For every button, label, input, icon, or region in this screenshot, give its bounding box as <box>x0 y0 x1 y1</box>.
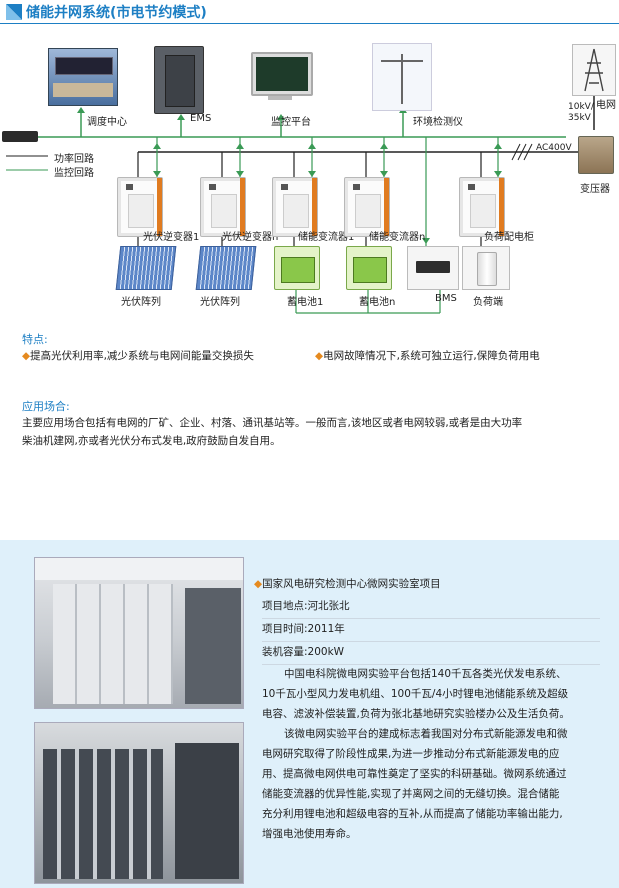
pv-array-1-icon <box>115 246 177 290</box>
page-title: 储能并网系统(市电节约模式) <box>26 5 207 21</box>
pv-inverter-1-icon <box>117 177 163 237</box>
feature-item-2-text: 电网故障情况下,系统可独立运行,保障负荷用电 <box>323 350 540 362</box>
project-line: 储能变流器的优异性能,实现了并离网之间的无缝切换。混合储能 <box>262 788 560 800</box>
project-line: 电网研究取得了阶段性成果,为进一步推动分布式新能源发电的应 <box>262 748 560 760</box>
feature-item-1-text: 提高光伏利用率,减少系统与电网间能量交换损失 <box>30 350 254 362</box>
project-line: 增强电池使用寿命。 <box>262 828 357 840</box>
grid-label: 电网 <box>596 100 616 111</box>
bullet-icon: ◆ <box>315 350 324 362</box>
pcs-1-icon <box>272 177 318 237</box>
project-line: 充分利用锂电池和超级电容的互补,从而提高了储能功率输出能力, <box>262 808 563 820</box>
project-paragraph: 中国电科院微电网实验平台包括140千瓦各类光伏发电系统、 10千瓦小型风力发电机… <box>262 664 607 844</box>
ems-label: EMS <box>190 113 212 124</box>
transformer-label: 变压器 <box>580 184 610 195</box>
lab-equipment-photo <box>34 722 244 884</box>
pcs-1-label: 储能变流器1 <box>298 232 355 243</box>
pv-array-2-label: 光伏阵列 <box>200 297 240 308</box>
battery-1-icon <box>274 246 320 290</box>
dispatch-center-label: 调度中心 <box>87 117 127 128</box>
pcs-n-label: 储能变流器n <box>369 232 426 243</box>
bms-label: BMS <box>435 293 457 304</box>
project-title-text: 国家风电研究检测中心微网实验室项目 <box>262 578 441 590</box>
title-diamond-icon <box>6 4 22 20</box>
project-line: 用、提高微电网供电可靠性奠定了坚实的科研基础。微网系统通过 <box>262 768 567 780</box>
voltage-label: 10kV/ 35kV <box>568 102 594 123</box>
application-heading: 应用场合: <box>22 400 70 413</box>
feature-item-2: ◆电网故障情况下,系统可独立运行,保障负荷用电 <box>315 347 540 365</box>
grid-tower-icon <box>572 44 616 96</box>
project-line: 该微电网实验平台的建成标志着我国对分布式新能源发电和微 <box>284 728 568 740</box>
battery-n-label: 蓄电池n <box>359 297 396 308</box>
bullet-icon: ◆ <box>22 350 31 362</box>
application-line-1: 主要应用场合包括有电网的厂矿、企业、村落、通讯基站等。一般而言,该地区或者电网较… <box>22 417 523 429</box>
monitor-stand <box>268 96 292 100</box>
pv-inverter-n-icon <box>200 177 246 237</box>
monitor-platform-icon <box>251 52 313 96</box>
project-time: 项目时间:2011年 <box>262 621 600 642</box>
legend-monitor: 监控回路 <box>54 168 94 179</box>
network-switch-icon <box>2 131 38 142</box>
project-location: 项目地点:河北张北 <box>262 598 600 619</box>
load-cabinet-icon <box>459 177 505 237</box>
ems-icon <box>154 46 204 114</box>
system-diagram-lines <box>6 96 595 314</box>
env-monitor-icon <box>372 43 432 111</box>
project-line: 中国电科院微电网实验平台包括140千瓦各类光伏发电系统、 <box>284 668 567 680</box>
load-icon <box>462 246 510 290</box>
project-line: 10千瓦小型风力发电机组、100千瓦/4小时锂电池储能系统及超级 <box>262 688 569 700</box>
pcs-n-icon <box>344 177 390 237</box>
title-divider <box>0 23 619 24</box>
features-heading: 特点: <box>22 333 48 346</box>
dispatch-center-icon <box>48 48 118 106</box>
env-monitor-label: 环境检测仪 <box>413 117 463 128</box>
project-capacity: 装机容量:200kW <box>262 644 600 665</box>
legend-power: 功率回路 <box>54 154 94 165</box>
feature-item-1: ◆提高光伏利用率,减少系统与电网间能量交换损失 <box>22 347 254 365</box>
monitor-platform-label: 监控平台 <box>271 117 311 128</box>
load-label: 负荷端 <box>473 297 503 308</box>
bullet-icon: ◆ <box>254 578 263 590</box>
battery-n-icon <box>346 246 392 290</box>
application-line-2: 柴油机建网,亦或者光伏分布式发电,政府鼓励自发自用。 <box>22 435 281 447</box>
ac-voltage-label: AC400V <box>536 143 572 153</box>
transformer-icon <box>578 136 614 174</box>
pv-array-1-label: 光伏阵列 <box>121 297 161 308</box>
project-title: ◆国家风电研究检测中心微网实验室项目 <box>254 574 441 594</box>
load-cabinet-label: 负荷配电柜 <box>484 232 534 243</box>
lab-cabinets-photo <box>34 557 244 709</box>
battery-1-label: 蓄电池1 <box>287 297 324 308</box>
bms-icon <box>407 246 459 290</box>
pv-inverter-n-label: 光伏逆变器n <box>222 232 279 243</box>
pv-inverter-1-label: 光伏逆变器1 <box>143 232 200 243</box>
project-line: 电容、滤波补偿装置,负荷为张北基地研究实验楼办公及生活负荷。 <box>262 708 570 720</box>
pv-array-2-icon <box>195 246 257 290</box>
